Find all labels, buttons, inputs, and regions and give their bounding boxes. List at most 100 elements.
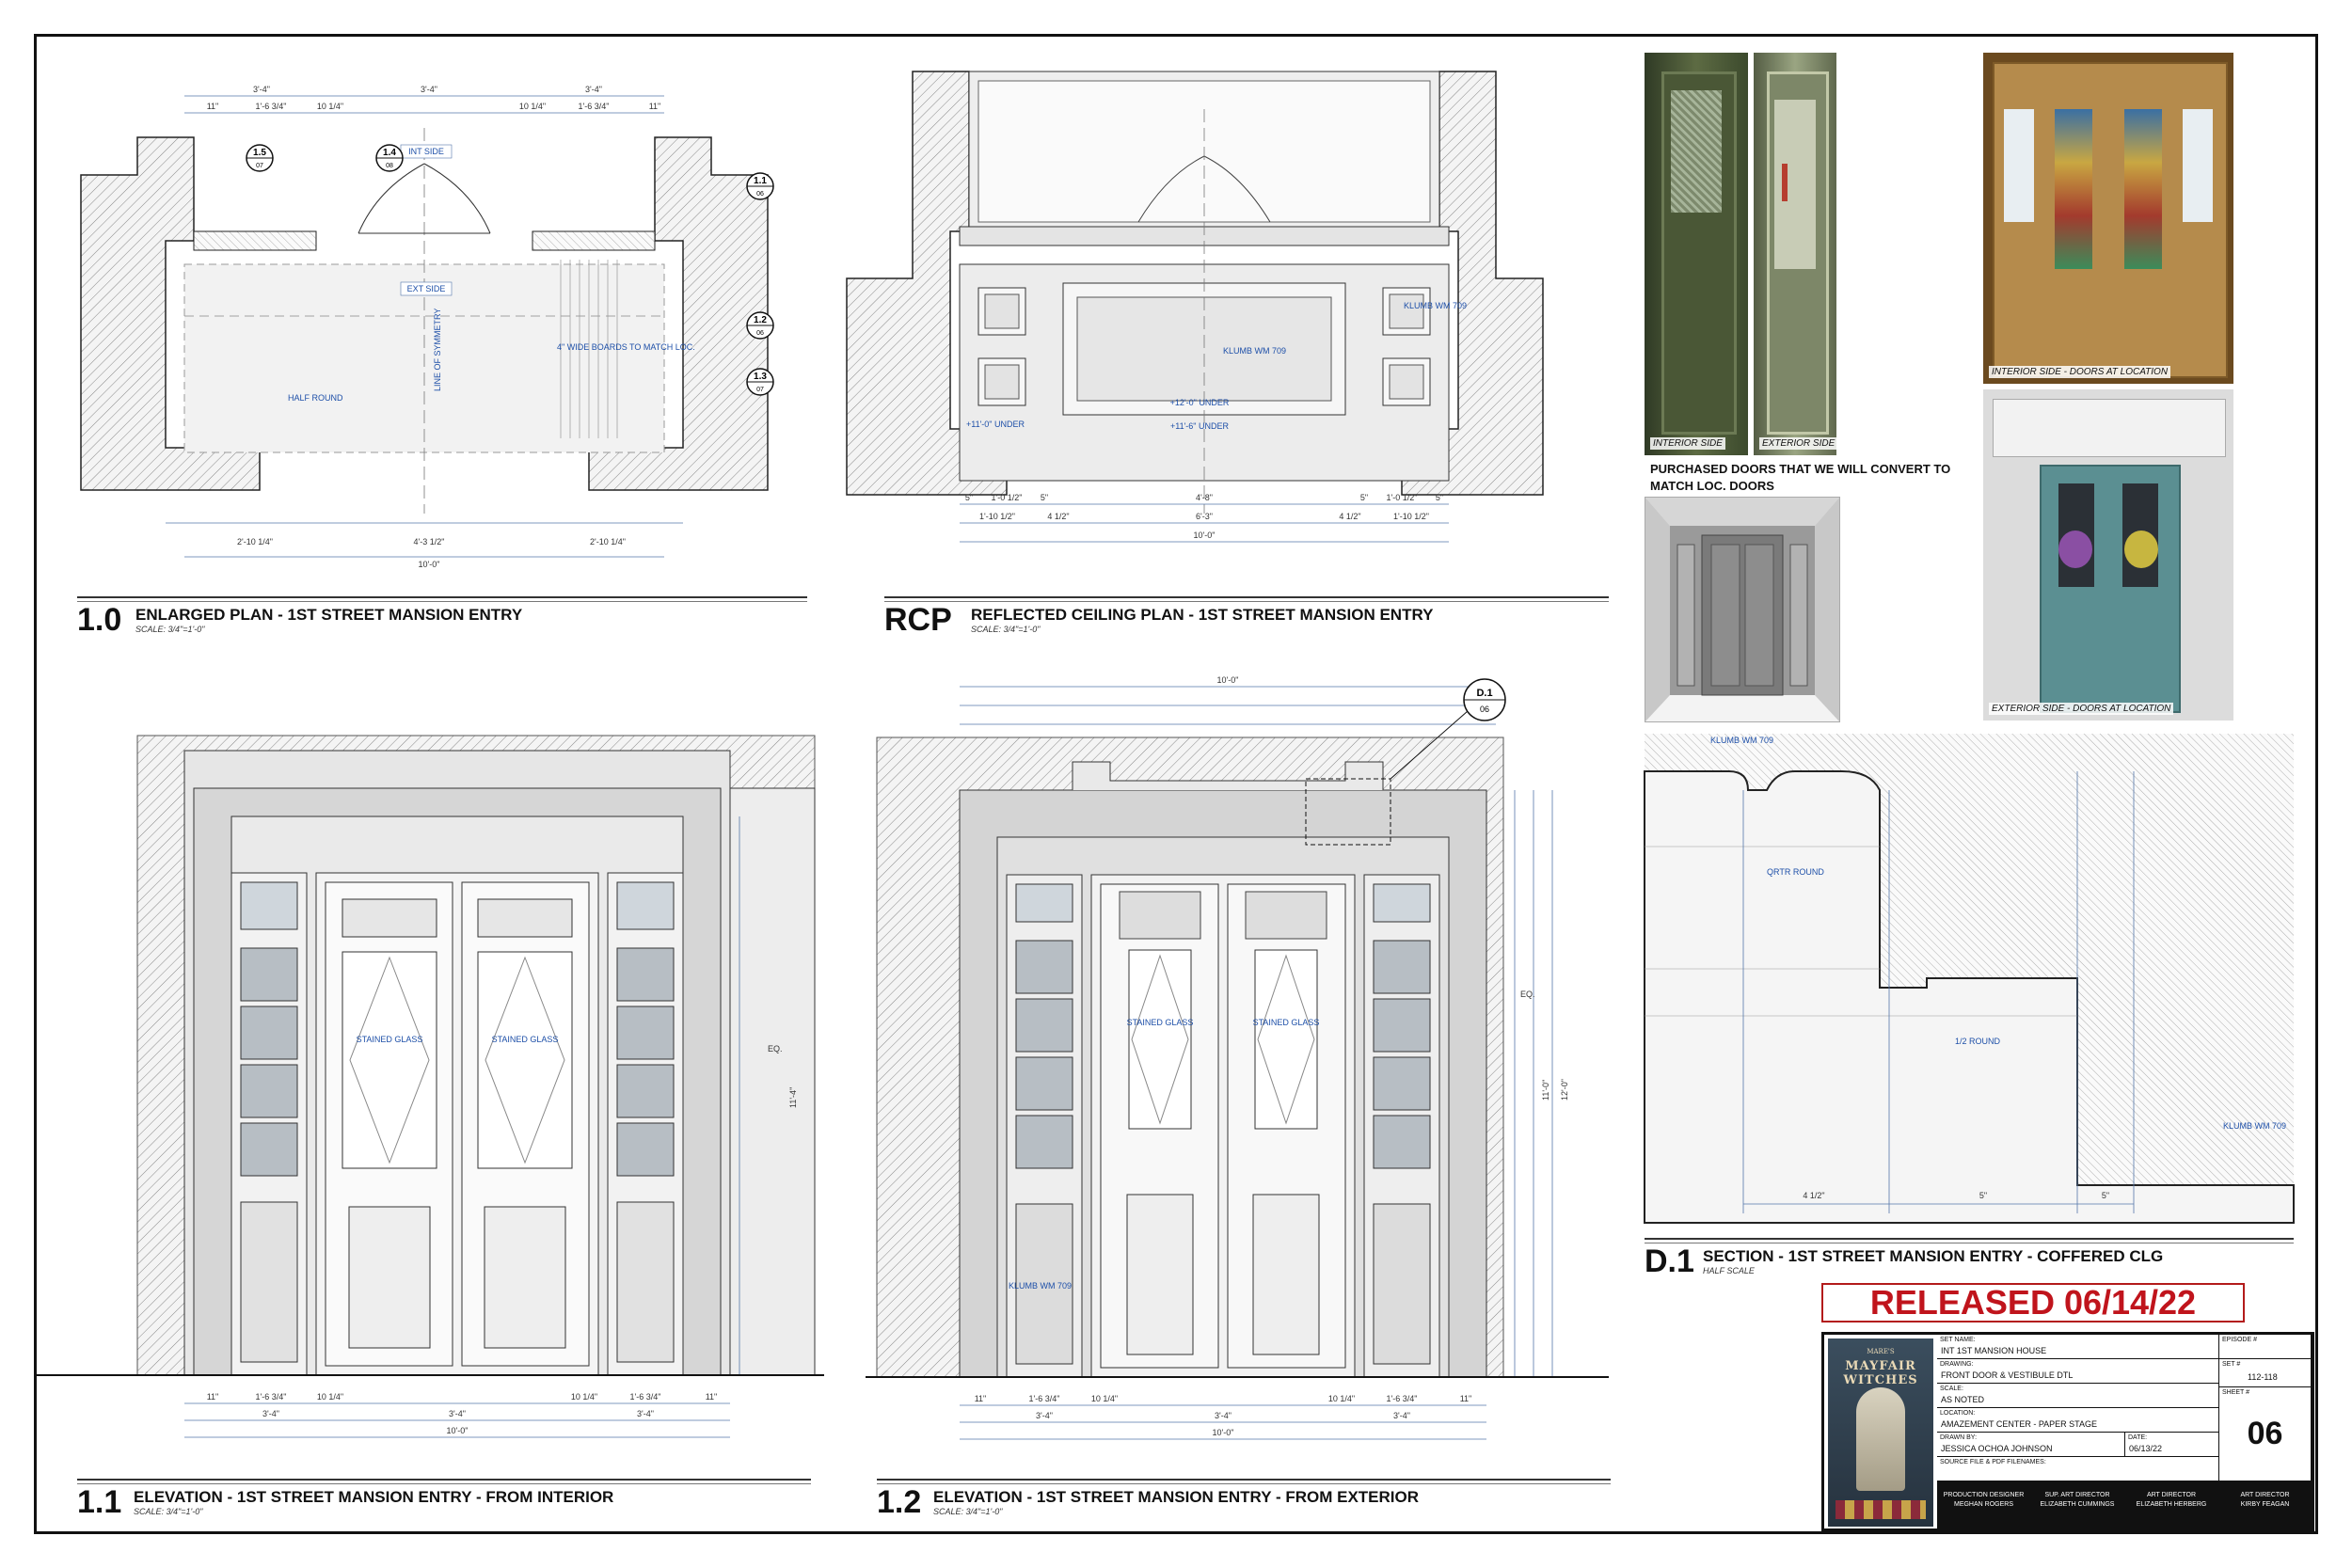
svg-text:06: 06 [756,191,764,198]
tb-set-name: SET NAME: INT 1ST MANSION HOUSE [1937,1335,2219,1359]
tb-source: SOURCE FILE & PDF FILENAMES: [1937,1457,2219,1481]
elev-ext-dim-top: 10'-0" [1217,675,1239,685]
tb-date-value: 06/13/22 [2129,1444,2163,1453]
section-scale: HALF SCALE [1703,1266,1755,1275]
plan-dim-f: 11" [649,102,661,111]
plan-boards-note: 4" WIDE BOARDS TO MATCH LOC. [557,342,695,352]
photo-exterior-side: EXTERIOR SIDE [1754,53,1836,455]
elev-ext-dim2-2: 3'-4" [1215,1411,1232,1420]
svg-text:1.1: 1.1 [754,176,767,186]
rcp-dim-7: 5" [1436,493,1443,502]
logo-title-text: MAYFAIR WITCHES [1843,1359,1918,1387]
elev-ext-dim-1: 11" [975,1394,987,1403]
callout-1-1[interactable]: 1.1 06 [746,172,774,200]
plan-dim-total: 10'-0" [419,560,440,569]
rcp-klumb-note-2: KLUMB WM 709 [1404,301,1467,310]
elev-int-stained-right: STAINED GLASS [492,1035,559,1044]
elev-int-title-bar: 1.1 ELEVATION - 1ST STREET MANSION ENTRY… [77,1479,811,1531]
elev-ext-title-bar: 1.2 ELEVATION - 1ST STREET MANSION ENTRY… [877,1479,1611,1531]
elev-int-dim-3: 10 1/4" [317,1392,343,1402]
plan-dim-top-1: 3'-4" [253,85,270,94]
elev-ext-dim-3: 10 1/4" [1091,1394,1118,1403]
elevation-exterior-drawing: 10'-0" STAINED GLASS STAINED GLASS KLUMB… [866,675,1609,1440]
photo-interior-location-caption: INTERIOR SIDE - DOORS AT LOCATION [1989,366,2171,378]
rcp-dim-3: 5" [1041,493,1048,502]
elev-int-number: 1.1 [77,1484,122,1520]
rcp-dim2-1: 1'-10 1/2" [979,512,1015,521]
vestibule-render [1645,497,1840,722]
svg-text:1.3: 1.3 [754,372,767,382]
rcp-dim2-3: 6'-3" [1196,512,1213,521]
svg-text:1.4: 1.4 [383,148,396,158]
svg-text:07: 07 [256,163,263,169]
plan-ext-side: EXT SIDE [407,284,446,293]
elev-ext-number: 1.2 [877,1484,922,1520]
tb-set-number: SET # 112-118 [2219,1359,2312,1387]
tb-location-value: AMAZEMENT CENTER - PAPER STAGE [1941,1419,2098,1429]
svg-text:08: 08 [386,163,393,169]
elev-int-eq: EQ. [768,1044,783,1053]
elev-ext-klumb: KLUMB WM 709 [1009,1281,1072,1291]
tb-location: LOCATION: AMAZEMENT CENTER - PAPER STAGE [1937,1408,2219,1433]
tb-set-number-value: 112-118 [2248,1372,2278,1382]
callout-1-5[interactable]: 1.5 07 [246,144,274,172]
photo-exterior-location: EXTERIOR SIDE - DOORS AT LOCATION [1983,389,2233,721]
elev-int-dim-4: 10 1/4" [571,1392,597,1402]
plan-dim-top-2: 3'-4" [421,85,437,94]
section-coffered-drawing: KLUMB WM 709 QRTR ROUND 1/2 ROUND KLUMB … [1644,734,2295,1224]
section-dim-3: 5" [2102,1191,2109,1200]
title-block: MARE'S MAYFAIR WITCHES SET NAME: INT 1ST… [1821,1332,2314,1531]
plan-dim-bot-2: 4'-3 1/2" [414,537,445,546]
elev-int-stained-left: STAINED GLASS [357,1035,423,1044]
elev-ext-dim-total: 10'-0" [1213,1428,1234,1437]
elev-int-dim-2: 1'-6 3/4" [256,1392,287,1402]
rcp-klumb-note: KLUMB WM 709 [1223,346,1286,356]
logo-small-text: MARE'S [1867,1348,1895,1355]
elev-int-scale: SCALE: 3/4"=1'-0" [134,1507,203,1516]
section-title-bar: D.1 SECTION - 1ST STREET MANSION ENTRY -… [1645,1238,2294,1291]
reflected-ceiling-plan-drawing: KLUMB WM 709 KLUMB WM 709 +12'-0" UNDER … [846,71,1544,543]
plan-title: ENLARGED PLAN - 1ST STREET MANSION ENTRY [135,606,523,624]
elev-int-dim2-1: 3'-4" [262,1409,279,1418]
svg-text:07: 07 [756,387,764,393]
elev-ext-scale: SCALE: 3/4"=1'-0" [933,1507,1003,1516]
callout-1-2[interactable]: 1.2 06 [746,311,774,340]
plan-dim-b: 1'-6 3/4" [256,102,287,111]
callout-1-3[interactable]: 1.3 07 [746,368,774,396]
elev-ext-stained-left: STAINED GLASS [1127,1018,1194,1027]
plan-int-side: INT SIDE [408,147,444,156]
svg-text:D.1: D.1 [1476,688,1492,699]
elev-int-dim-6: 11" [706,1392,718,1402]
tb-drawn-by: DRAWN BY: JESSICA OCHOA JOHNSON [1937,1433,2125,1457]
tb-scale: SCALE: AS NOTED [1937,1384,2219,1408]
plan-dim-top-3: 3'-4" [585,85,602,94]
section-title: SECTION - 1ST STREET MANSION ENTRY - COF… [1703,1247,2164,1265]
elev-ext-dim-2: 1'-6 3/4" [1029,1394,1060,1403]
rcp-under-11: +11'-0" UNDER [966,420,1025,429]
tb-drawing-value: FRONT DOOR & VESTIBULE DTL [1941,1370,2074,1380]
plan-dim-a: 11" [207,102,219,111]
show-logo: MARE'S MAYFAIR WITCHES [1828,1338,1933,1527]
plan-dim-c: 10 1/4" [317,102,343,111]
callout-1-4[interactable]: 1.4 08 [375,144,404,172]
tb-set-name-value: INT 1ST MANSION HOUSE [1941,1346,2047,1355]
photo-interior-caption: INTERIOR SIDE [1650,437,1725,450]
rcp-title: REFLECTED CEILING PLAN - 1ST STREET MANS… [971,606,1434,624]
elev-ext-eq: EQ. [1520,990,1535,999]
rcp-dim2-4: 4 1/2" [1339,512,1360,521]
rcp-dim-4: 4'-8" [1196,493,1213,502]
photo-interior-side: INTERIOR SIDE [1645,53,1748,455]
plan-scale: SCALE: 3/4"=1'-0" [135,625,205,634]
callout-d1[interactable]: D.1 06 [1463,678,1506,721]
elev-int-dim2-3: 3'-4" [637,1409,654,1418]
elev-int-dim2-2: 3'-4" [449,1409,466,1418]
section-klumb-top: KLUMB WM 709 [1710,736,1773,745]
elev-ext-dim2-1: 3'-4" [1036,1411,1053,1420]
elev-ext-dim-5: 1'-6 3/4" [1387,1394,1418,1403]
rcp-dim2-5: 1'-10 1/2" [1393,512,1429,521]
released-stamp: RELEASED 06/14/22 [1821,1283,2245,1323]
svg-text:06: 06 [756,330,764,337]
